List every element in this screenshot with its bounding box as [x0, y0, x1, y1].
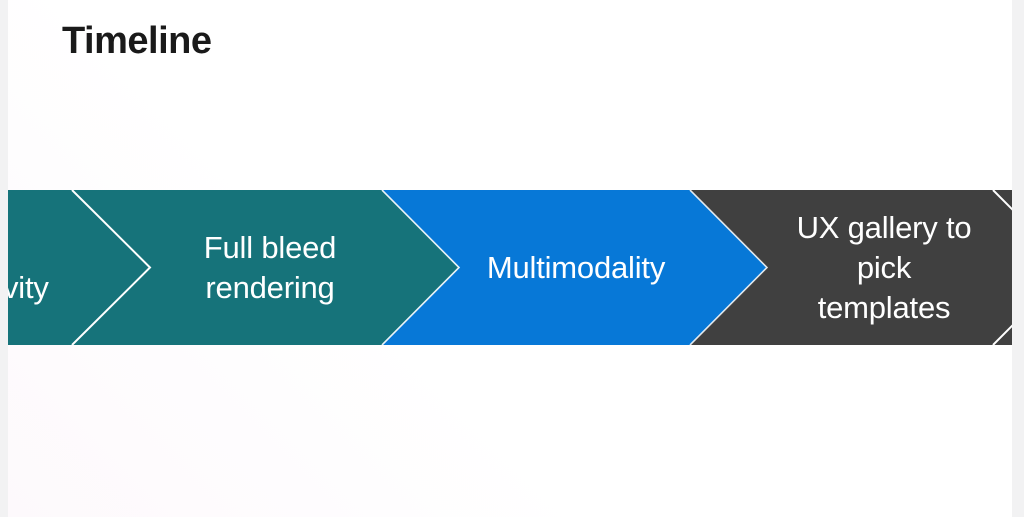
chevron-segment-interactivity — [8, 190, 150, 345]
label-line: pick — [856, 249, 912, 285]
chevron-band-graphic — [8, 190, 1012, 345]
segment-edge-outline-teal-blue — [381, 190, 461, 345]
segment-label-multimodality: Multimodality — [426, 190, 726, 345]
label-line: templates — [817, 289, 951, 325]
label-line: UX gallery to — [796, 209, 972, 245]
label-line: Multimodality — [486, 249, 666, 285]
chevron-timeline-band: vity Full bleed rendering Multimodality … — [8, 190, 1012, 345]
chevron-segment-full-bleed — [72, 190, 459, 345]
segment-label-full-bleed-rendering: Full bleed rendering — [150, 190, 390, 345]
segment-label-ux-gallery: UX gallery to pick templates — [770, 190, 998, 345]
label-line: rendering — [205, 269, 335, 305]
chevron-segment-ux-gallery — [690, 190, 1012, 345]
segment-edge-outline-blue-dark — [689, 190, 769, 345]
chevron-segment-multimodality — [382, 190, 767, 345]
label-line: Full bleed — [203, 229, 337, 265]
segment-label-interactivity-partial: vity — [8, 268, 49, 308]
slide-title: Timeline — [62, 20, 212, 62]
chevron-separator-line-1 — [71, 190, 152, 345]
label-line: vity — [8, 270, 49, 305]
slide-canvas: Timeline vity Full bleed rendering — [8, 0, 1012, 517]
